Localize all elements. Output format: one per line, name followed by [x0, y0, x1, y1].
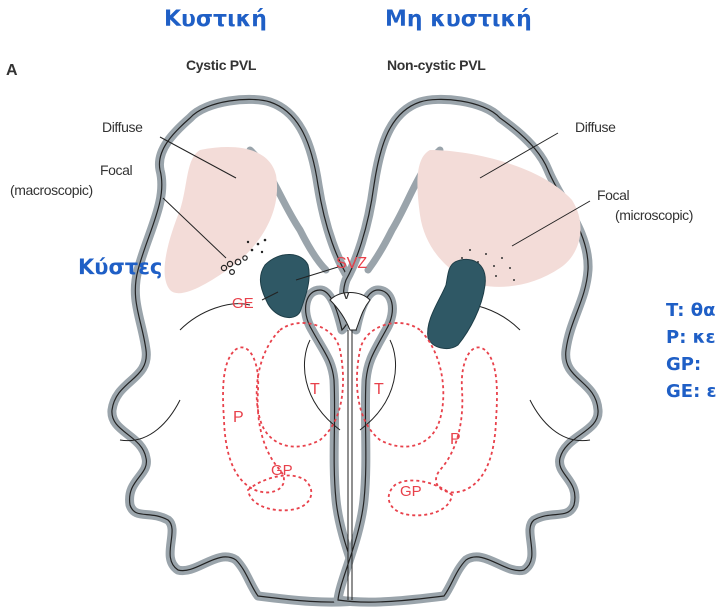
label-cysts-greek: Κύστες [78, 257, 162, 278]
label-svz: SVZ [336, 256, 367, 272]
legend-item-t: T: θα [666, 302, 716, 320]
label-focal-left: Focal [100, 163, 132, 177]
greek-title-left: Κυστική [164, 9, 267, 31]
legend-item-gp: GP: [666, 356, 701, 374]
label-focal-right: Focal [597, 188, 629, 202]
legend-item-p: P: κε [666, 329, 715, 347]
label-gp-left: GP [271, 463, 293, 478]
label-p-left: P [233, 410, 244, 426]
label-ventricle: V [343, 292, 349, 302]
legend-item-ge: GE: ε [666, 383, 717, 401]
panel-title-left: Cystic PVL [186, 58, 256, 72]
label-gp-right: GP [400, 484, 422, 499]
label-p-right: P [450, 432, 461, 448]
panel-title-right: Non-cystic PVL [387, 58, 486, 72]
greek-title-right: Μη κυστική [385, 9, 532, 31]
label-t-right: T [374, 382, 384, 398]
label-microscopic: (microscopic) [615, 208, 693, 222]
label-macroscopic: (macroscopic) [10, 183, 93, 197]
label-t-left: T [310, 382, 320, 398]
panel-letter: A [6, 63, 17, 79]
label-diffuse-right: Diffuse [575, 120, 616, 134]
label-diffuse-left: Diffuse [102, 120, 143, 134]
label-ge-left: GE [232, 296, 254, 311]
